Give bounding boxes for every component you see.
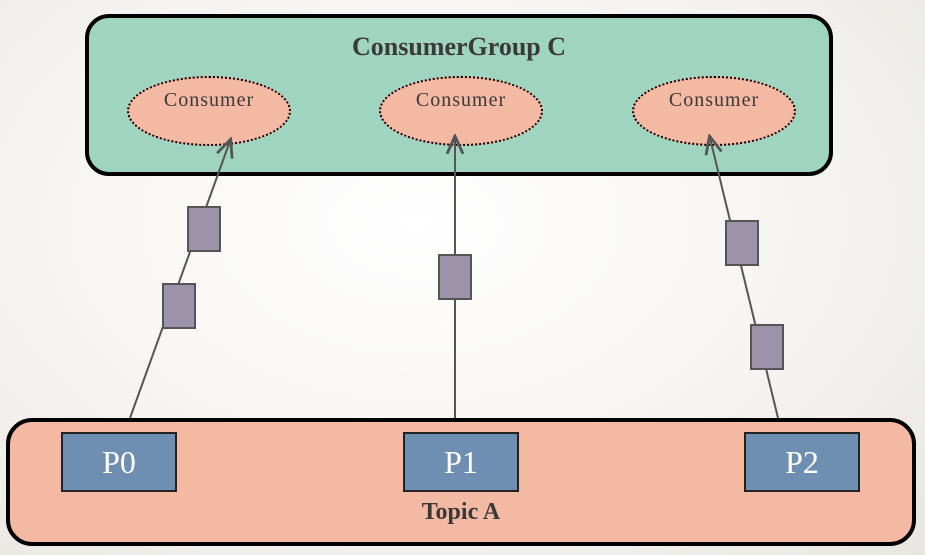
consumer-group-title: ConsumerGroup C bbox=[351, 32, 567, 61]
consumer-0-label: Consumer bbox=[163, 89, 255, 111]
consumer-1-label: Consumer bbox=[415, 89, 507, 111]
partition-p1: P1 bbox=[403, 432, 519, 492]
message-block bbox=[162, 283, 196, 329]
partition-p2: P2 bbox=[744, 432, 860, 492]
message-block bbox=[187, 206, 221, 252]
flow-arrow-p0 bbox=[129, 141, 230, 419]
message-block bbox=[725, 220, 759, 266]
partition-p0: P0 bbox=[61, 432, 177, 492]
consumer-0: Consumer bbox=[127, 76, 291, 146]
topic-title: Topic A bbox=[421, 499, 501, 525]
consumer-2-label: Consumer bbox=[668, 89, 760, 111]
consumer-1: Consumer bbox=[379, 76, 543, 146]
consumer-2: Consumer bbox=[632, 76, 796, 146]
message-block bbox=[438, 254, 472, 300]
message-block bbox=[750, 324, 784, 370]
flow-arrow-p2 bbox=[710, 138, 779, 419]
